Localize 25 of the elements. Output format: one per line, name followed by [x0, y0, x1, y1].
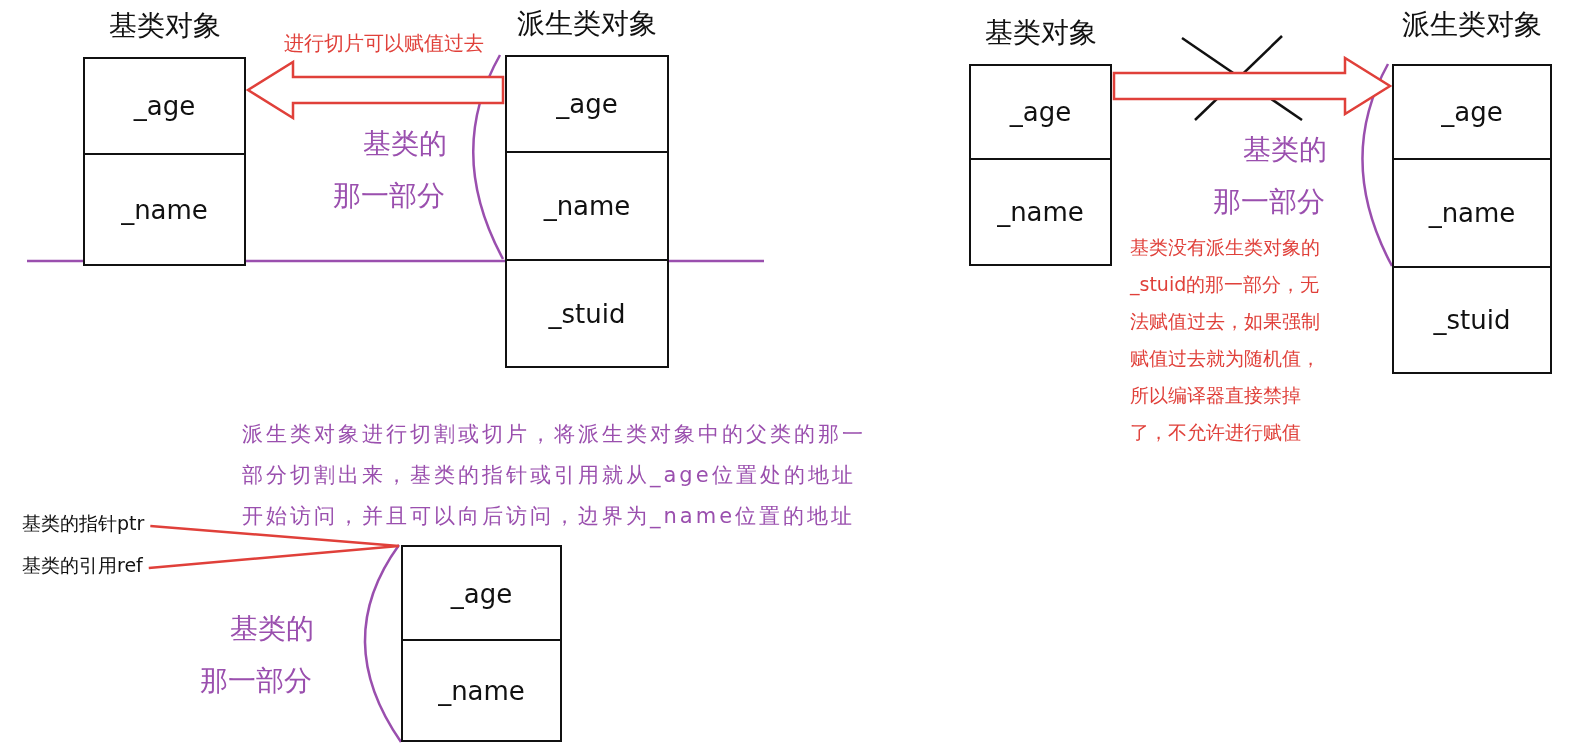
object-title: 基类对象 — [108, 8, 221, 44]
object-title: 派生类对象 — [517, 6, 657, 42]
object-title: 派生类对象 — [1402, 7, 1542, 43]
field-cell: _age — [505, 55, 669, 153]
edge-label: 进行切片可以赋值过去 — [281, 30, 486, 57]
note-text: 基类没有派生类对象的_stuid的那一部分，无法赋值过去，如果强制赋值过去就为随机值，所以编译器直接禁掉了，不允许进行赋值 — [1130, 235, 1321, 445]
field-cell: _name — [1392, 158, 1552, 268]
field-cell: _name — [505, 151, 669, 261]
object-title: 基类对象 — [984, 15, 1097, 51]
field-cell: _stuid — [505, 259, 669, 368]
arrow — [245, 59, 505, 121]
field-cell: _age — [969, 64, 1112, 160]
brace-label: 基类的那一部分 — [200, 611, 315, 699]
field-cell: _stuid — [1392, 266, 1552, 374]
brace-label: 基类的那一部分 — [333, 126, 448, 214]
field-cell: _age — [1392, 64, 1552, 160]
arrow — [1112, 55, 1393, 117]
pointer-label: 基类的引用ref — [22, 553, 143, 579]
note-text: 派生类对象进行切割或切片，将派生类对象中的父类的那一部分切割出来，基类的指针或引用就从_age位置处的地址开始访问，并且可以向后访问，边界为_name位置的地址 — [242, 421, 867, 531]
pointer-label: 基类的指针ptr — [22, 511, 145, 537]
field-cell: _name — [83, 153, 246, 266]
memory-box — [401, 545, 562, 742]
brace-label: 基类的那一部分 — [1213, 132, 1328, 220]
field-cell: _name — [969, 158, 1112, 266]
field-cell: _age — [83, 57, 246, 155]
